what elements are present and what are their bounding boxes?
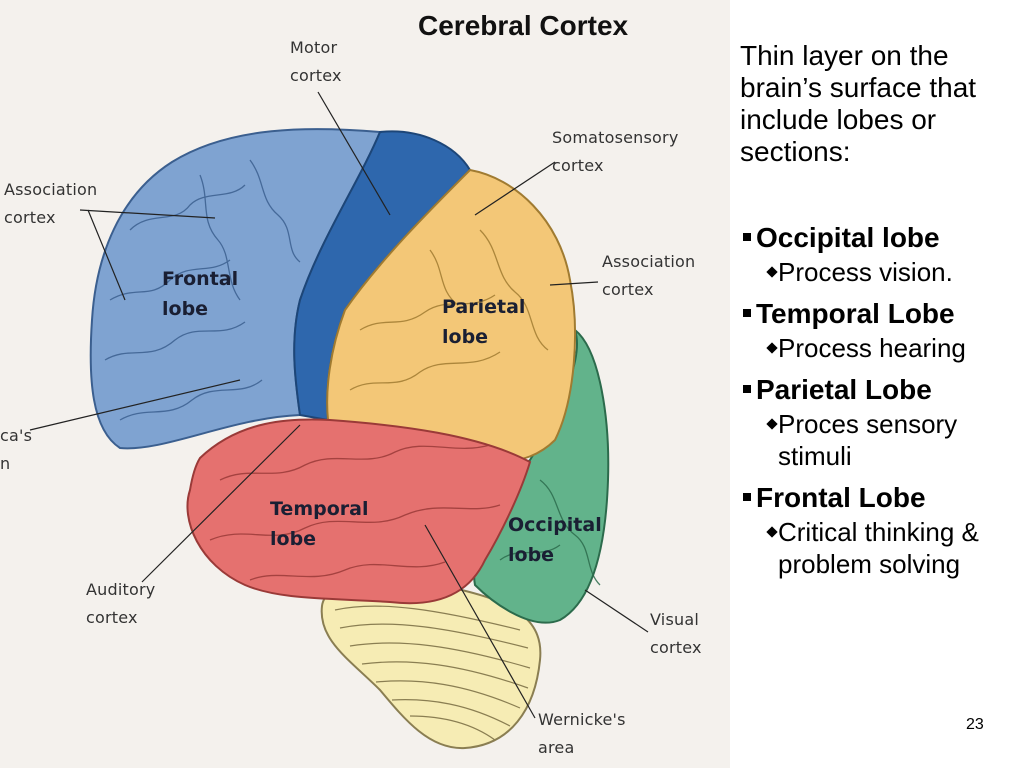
diamond-bullet-icon bbox=[766, 266, 778, 278]
leader-lines bbox=[29, 91, 649, 719]
brain-diagram: Cerebral Cortex Motor cortex Somatosenso… bbox=[0, 0, 730, 768]
association-cortex-right-label: Association cortex bbox=[602, 252, 696, 299]
lobe-name: Temporal Lobe bbox=[756, 298, 955, 329]
page-number: 23 bbox=[966, 716, 984, 733]
brain-illustration bbox=[29, 91, 649, 750]
diamond-bullet-icon bbox=[766, 526, 778, 538]
parietal-region bbox=[326, 168, 576, 462]
wernicke-area-label: Wernicke's area bbox=[538, 710, 626, 757]
diagram-title: Cerebral Cortex bbox=[418, 10, 629, 41]
temporal-lobe-label: Temporal lobe bbox=[270, 498, 369, 550]
visual-cortex-label: Visual cortex bbox=[650, 610, 702, 657]
lobe-name: Occipital lobe bbox=[756, 222, 940, 253]
lobe-description: Proces sensory stimuli bbox=[740, 408, 1024, 472]
temporal-gyri bbox=[209, 444, 501, 581]
diamond-bullet-icon bbox=[766, 342, 778, 354]
lobe-name: Parietal Lobe bbox=[756, 374, 932, 405]
lobe-description: Process vision. bbox=[740, 256, 1024, 288]
square-bullet-icon bbox=[743, 233, 751, 241]
frontal-gyri bbox=[104, 159, 301, 421]
temporal-region bbox=[186, 418, 532, 605]
list-item: Frontal Lobe Critical thinking & problem… bbox=[740, 480, 1024, 580]
occipital-gyri bbox=[499, 479, 601, 586]
frontal-lobe-label: Frontal lobe bbox=[162, 268, 239, 320]
square-bullet-icon bbox=[743, 493, 751, 501]
somatosensory-cortex-label: Somatosensory cortex bbox=[552, 128, 679, 175]
text-panel: Thin layer on the brain’s surface that i… bbox=[740, 40, 1024, 588]
lobe-description: Critical thinking & problem solving bbox=[740, 516, 1024, 580]
lobe-description: Process hearing bbox=[740, 332, 1024, 364]
lobe-list: Occipital lobe Process vision. Temporal … bbox=[740, 220, 1024, 580]
list-item: Parietal Lobe Proces sensory stimuli bbox=[740, 372, 1024, 472]
occipital-lobe-label: Occipital lobe bbox=[508, 514, 602, 566]
auditory-cortex-label: Auditory cortex bbox=[86, 580, 156, 627]
broca-area-label: ca's n bbox=[0, 426, 33, 473]
parietal-lobe-label: Parietal lobe bbox=[442, 296, 526, 348]
list-item: Occipital lobe Process vision. bbox=[740, 220, 1024, 288]
association-cortex-left-label: Association cortex bbox=[4, 180, 98, 227]
diamond-bullet-icon bbox=[766, 418, 778, 430]
motor-cortex-label: Motor cortex bbox=[290, 38, 342, 85]
list-item: Temporal Lobe Process hearing bbox=[740, 296, 1024, 364]
lobe-name: Frontal Lobe bbox=[756, 482, 926, 513]
square-bullet-icon bbox=[743, 385, 751, 393]
parietal-gyri bbox=[349, 229, 549, 391]
cerebellum-folds bbox=[334, 605, 531, 741]
intro-text: Thin layer on the brain’s surface that i… bbox=[740, 40, 977, 167]
square-bullet-icon bbox=[743, 309, 751, 317]
